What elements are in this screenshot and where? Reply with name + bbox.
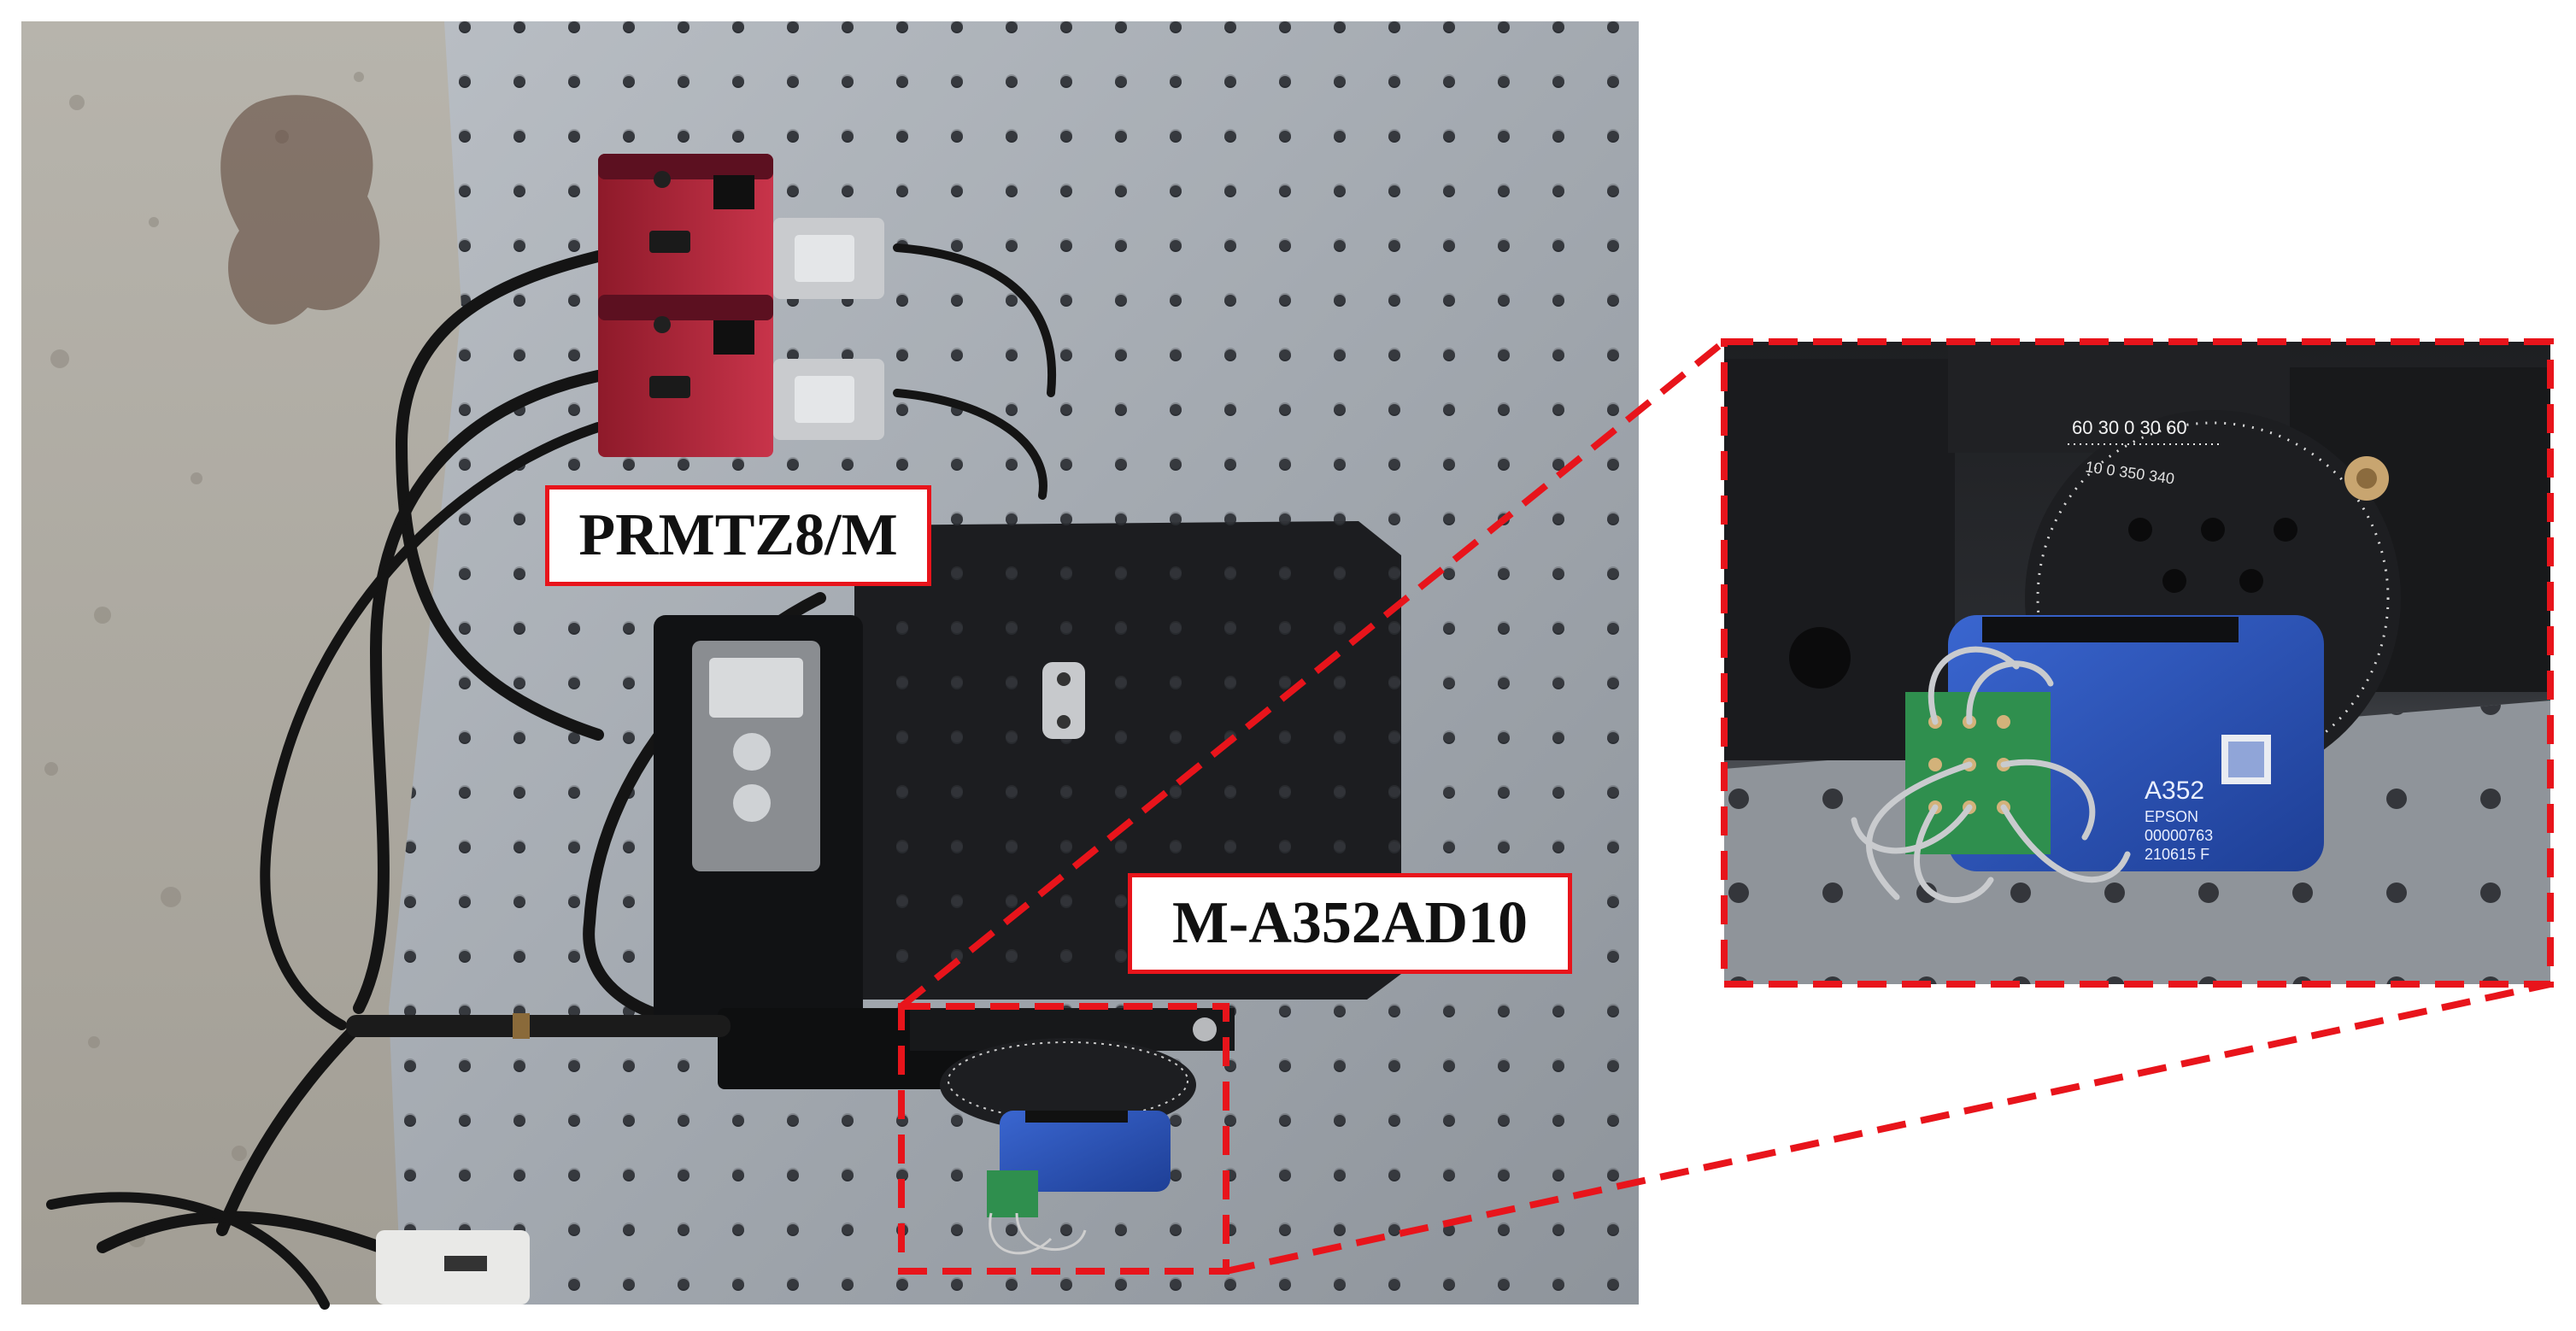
zoom-line-bottom — [1225, 981, 2551, 1275]
inset-photo: 60 30 0 30 60 10 0 350 340 A352 EPSON 00… — [1724, 342, 2550, 984]
sensor-lot-text: 210615 F — [2145, 846, 2209, 863]
motor-controller-lower — [598, 295, 884, 457]
sensor-serial-text: 00000763 — [2145, 827, 2213, 844]
vernier-scale-label: 60 30 0 30 60 — [2072, 417, 2187, 438]
sensor-model-text: A352 — [2145, 777, 2204, 805]
rotation-stage — [910, 1008, 1235, 1132]
imu-sensor-small — [987, 1111, 1171, 1255]
main-photo — [21, 21, 1639, 1310]
floor-stain — [220, 95, 380, 325]
label-stage-model: PRMTZ8/M — [545, 485, 931, 586]
sensor-brand-text: EPSON — [2145, 808, 2198, 825]
motor-controller-upper — [598, 154, 884, 308]
sensor-wires — [1851, 646, 2131, 903]
inset-frame — [1721, 338, 2554, 988]
sensor-highlight-box — [898, 1003, 1229, 1275]
label-sensor-model: M-A352AD10 — [1128, 873, 1572, 974]
cables — [46, 243, 1057, 1310]
pcb-adapter — [1905, 692, 2051, 854]
